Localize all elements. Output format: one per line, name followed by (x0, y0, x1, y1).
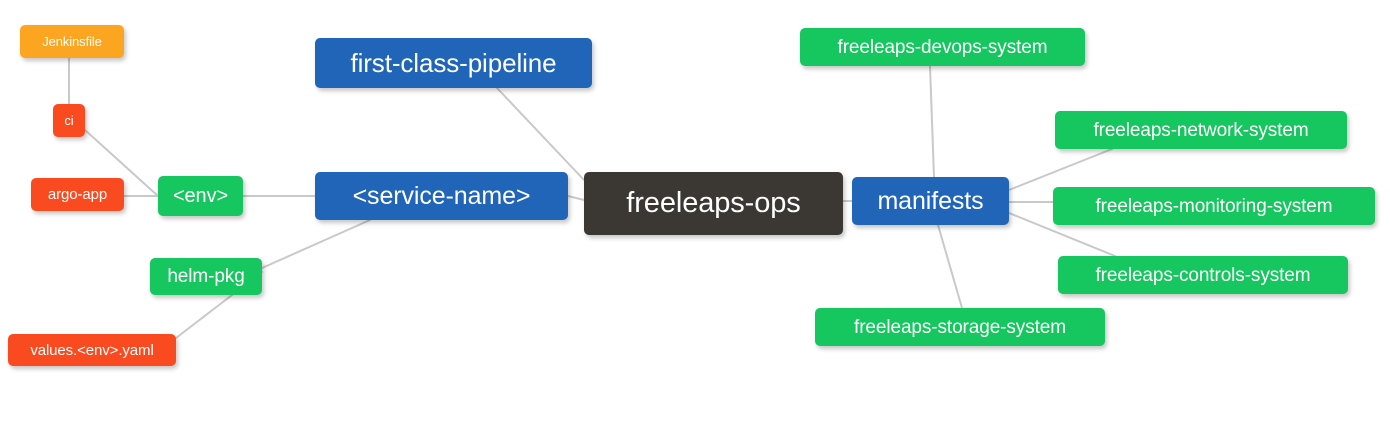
node-label-env: <env> (172, 185, 229, 207)
node-label-freeleaps-controls-system: freeleaps-controls-system (1095, 264, 1311, 286)
mindmap-node-service-name[interactable]: <service-name> (315, 172, 568, 220)
node-label-values-env-yaml: values.<env>.yaml (30, 341, 154, 359)
node-label-freeleaps-network-system: freeleaps-network-system (1093, 119, 1309, 141)
edge-service-name-to-freeleaps-ops (567, 195, 585, 201)
node-label-freeleaps-storage-system: freeleaps-storage-system (854, 316, 1066, 338)
node-label-manifests: manifests (877, 186, 984, 215)
node-label-jenkinsfile: Jenkinsfile (42, 34, 102, 49)
node-label-ci: ci (64, 113, 74, 128)
edge-manifests-to-freeleaps-devops-system (929, 65, 935, 178)
mindmap-node-jenkinsfile[interactable]: Jenkinsfile (20, 25, 124, 58)
mindmap-node-ci[interactable]: ci (53, 104, 85, 137)
mindmap-node-env[interactable]: <env> (158, 176, 243, 216)
node-label-freeleaps-monitoring-system: freeleaps-monitoring-system (1095, 195, 1333, 217)
node-label-argo-app: argo-app (47, 186, 108, 203)
mindmap-node-first-class-pipeline[interactable]: first-class-pipeline (315, 38, 592, 88)
edge-first-class-pipeline-to-freeleaps-ops (496, 87, 585, 181)
mindmap-node-manifests[interactable]: manifests (852, 177, 1009, 225)
node-label-service-name: <service-name> (352, 181, 531, 210)
edge-manifests-to-freeleaps-network-system (1008, 148, 1113, 191)
mindmap-node-freeleaps-ops[interactable]: freeleaps-ops (584, 172, 843, 235)
node-label-first-class-pipeline: first-class-pipeline (350, 48, 557, 78)
mindmap-node-freeleaps-devops-system[interactable]: freeleaps-devops-system (800, 28, 1085, 66)
mindmap-node-freeleaps-monitoring-system[interactable]: freeleaps-monitoring-system (1053, 187, 1375, 225)
mindmap-node-freeleaps-storage-system[interactable]: freeleaps-storage-system (815, 308, 1105, 346)
edge-manifests-to-freeleaps-storage-system (937, 224, 963, 309)
mindmap-node-argo-app[interactable]: argo-app (31, 178, 124, 211)
mindmap-node-values-env-yaml[interactable]: values.<env>.yaml (8, 334, 176, 366)
mindmap-node-freeleaps-controls-system[interactable]: freeleaps-controls-system (1058, 256, 1348, 294)
mindmap-node-freeleaps-network-system[interactable]: freeleaps-network-system (1055, 111, 1347, 149)
node-label-freeleaps-ops: freeleaps-ops (626, 187, 801, 219)
node-label-helm-pkg: helm-pkg (167, 266, 245, 287)
node-label-freeleaps-devops-system: freeleaps-devops-system (837, 36, 1048, 58)
mindmap-node-helm-pkg[interactable]: helm-pkg (150, 258, 262, 295)
edge-helm-pkg-to-service-name (261, 219, 371, 269)
